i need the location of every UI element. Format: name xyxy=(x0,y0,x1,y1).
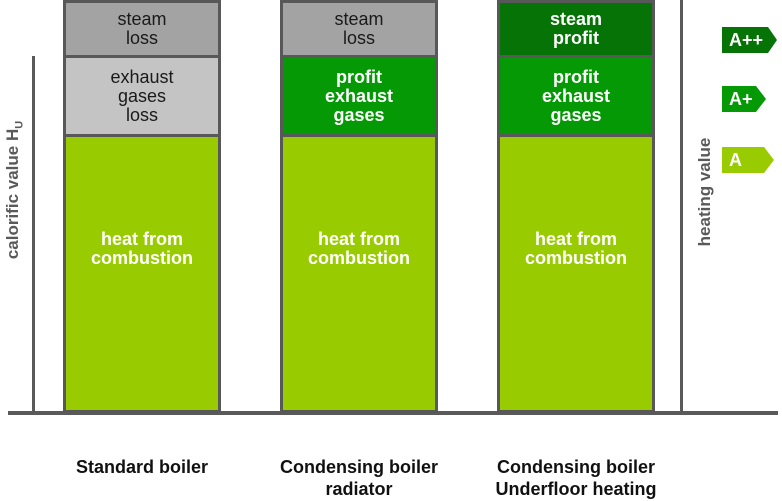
rating-badge-a-plus: A+ xyxy=(722,86,778,112)
rating-badge-a-plus-plus: A++ xyxy=(722,27,778,53)
left-axis xyxy=(32,56,35,413)
caption-condensing-boiler-underfloor: Condensing boiler Underfloor heating xyxy=(495,457,657,499)
rating-label: A++ xyxy=(729,30,764,50)
right-axis-label: heating value xyxy=(695,137,714,247)
rating-label: A+ xyxy=(729,89,753,109)
segment-steam-profit: steam profit xyxy=(497,0,655,58)
right-axis xyxy=(680,0,683,413)
segment-steam-loss: steam loss xyxy=(63,0,221,58)
rating-badge-a: A xyxy=(722,147,778,173)
segment-heat-from-combustion: heat from combustion xyxy=(280,137,438,413)
caption-standard-boiler: Standard boiler xyxy=(75,457,209,477)
rating-label: A xyxy=(729,150,742,170)
caption-condensing-boiler-radiator: Condensing boiler radiator xyxy=(279,457,438,499)
segment-profit-exhaust-gases: profit exhaust gases xyxy=(280,58,438,137)
badge-arrow-shape xyxy=(722,86,766,112)
segment-profit-exhaust-gases: profit exhaust gases xyxy=(497,58,655,137)
segment-exhaust-gases-loss: exhaust gases loss xyxy=(63,58,221,137)
badge-arrow-shape xyxy=(722,147,774,173)
badge-arrow-shape xyxy=(722,27,777,53)
segment-heat-from-combustion: heat from combustion xyxy=(497,137,655,413)
baseline xyxy=(8,411,778,415)
segment-steam-loss: steam loss xyxy=(280,0,438,58)
left-axis-label: calorific value HU xyxy=(3,120,26,260)
segment-heat-from-combustion: heat from combustion xyxy=(63,137,221,413)
